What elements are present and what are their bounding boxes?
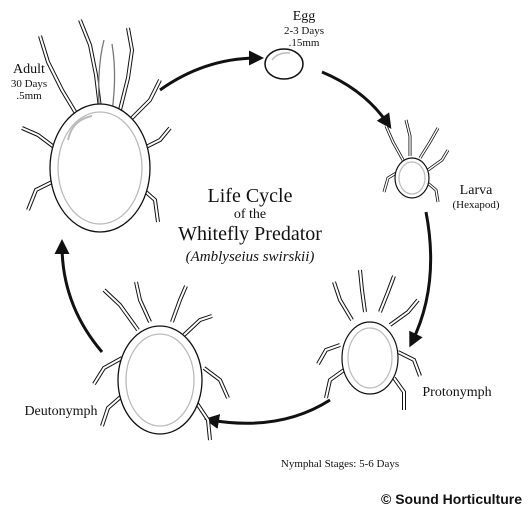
protonymph-label: Protonymph (412, 385, 502, 401)
nymphal-stages-note: Nymphal Stages: 5-6 Days (250, 458, 430, 470)
egg-label: Egg 2-3 Days .15mm (274, 9, 334, 49)
adult-duration: 30 Days (4, 78, 54, 90)
adult-name: Adult (4, 62, 54, 78)
larva-name: Larva (436, 183, 516, 199)
protonymph-name: Protonymph (412, 385, 502, 401)
adult-label: Adult 30 Days .5mm (4, 62, 54, 102)
adult-mite-icon (22, 20, 170, 232)
larva-label: Larva (Hexapod) (436, 183, 516, 211)
egg-duration: 2-3 Days (274, 25, 334, 37)
deutonymph-name: Deutonymph (6, 404, 116, 420)
title-line-2: of the (150, 207, 350, 223)
diagram-title: Life Cycle of the Whitefly Predator (Amb… (150, 185, 350, 269)
arrow-egg-to-larva (322, 72, 388, 124)
title-line-1: Life Cycle (150, 185, 350, 207)
arrow-adult-to-egg (160, 58, 258, 90)
egg-name: Egg (274, 9, 334, 25)
title-line-3: Whitefly Predator (150, 223, 350, 245)
arrow-larva-to-protonymph (412, 212, 431, 342)
egg-size: .15mm (274, 37, 334, 49)
arrow-protonymph-to-deutonymph (210, 400, 330, 423)
egg-icon (265, 49, 303, 79)
arrow-deutonymph-to-adult (62, 245, 102, 352)
adult-size: .5mm (4, 90, 54, 102)
scientific-name: (Amblyseius swirskii) (150, 245, 350, 269)
copyright-credit: © Sound Horticulture (381, 491, 522, 507)
deutonymph-label: Deutonymph (6, 404, 116, 420)
larva-note: (Hexapod) (436, 199, 516, 211)
protonymph-mite-icon (318, 270, 420, 410)
